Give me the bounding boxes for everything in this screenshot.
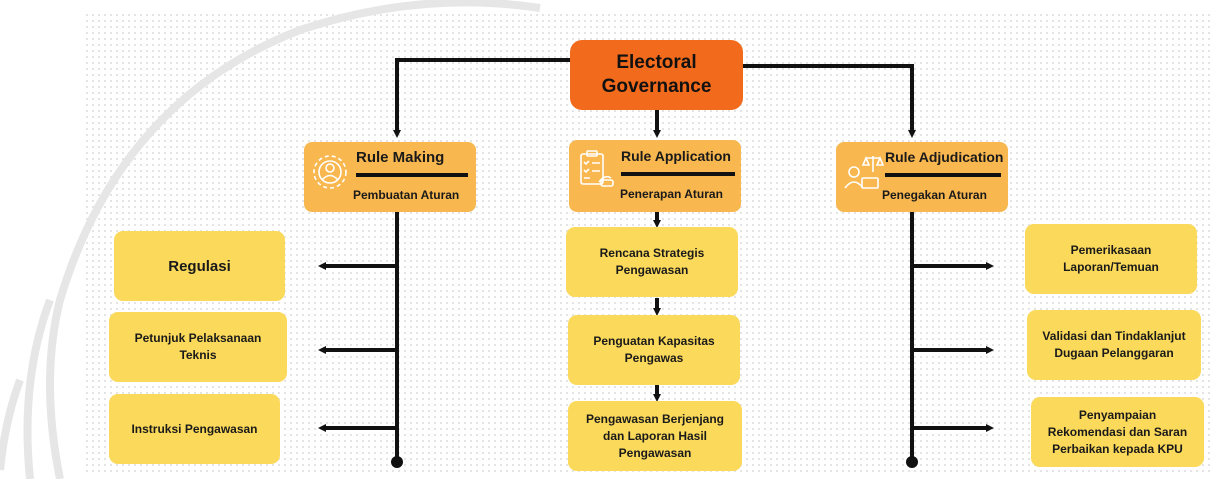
gear-person-icon <box>313 155 347 189</box>
category-rule-application: Rule Application Penerapan Aturan <box>569 140 741 212</box>
title-divider <box>885 173 1001 177</box>
rule-adjudication-subtitle: Penegakan Aturan <box>882 188 987 202</box>
rule-application-subtitle: Penerapan Aturan <box>620 187 723 201</box>
judge-scales-icon <box>844 155 884 189</box>
list-item: Penguatan Kapasitas Pengawas <box>568 315 740 385</box>
list-item: Pemerikasaan Laporan/Temuan <box>1025 224 1197 294</box>
rule-application-title: Rule Application <box>621 148 731 164</box>
rule-making-subtitle: Pembuatan Aturan <box>353 188 460 202</box>
title-divider <box>621 172 735 176</box>
list-item: Regulasi <box>114 231 285 301</box>
list-item: Petunjuk Pelaksanaan Teknis <box>109 312 287 382</box>
list-item: Rencana Strategis Pengawasan <box>566 227 738 297</box>
root-title-line2: Governance <box>601 76 712 97</box>
rule-adjudication-title: Rule Adjudication <box>885 149 1004 165</box>
list-item: Validasi dan Tindaklanjut Dugaan Pelangg… <box>1027 310 1201 380</box>
rule-making-title: Rule Making <box>356 149 445 166</box>
clipboard-checklist-icon <box>580 150 614 187</box>
list-item: Pengawasan Berjenjang dan Laporan Hasil … <box>568 401 742 471</box>
list-item: Instruksi Pengawasan <box>109 394 280 464</box>
title-divider <box>356 173 468 177</box>
category-rule-adjudication: Rule Adjudication Penegakan Aturan <box>836 142 1008 212</box>
root-title-line1: Electoral <box>616 52 697 73</box>
list-item: Penyampaian Rekomendasi dan Saran Perbai… <box>1031 397 1204 467</box>
category-rule-making: Rule Making Pembuatan Aturan <box>304 142 476 212</box>
root-node-electoral-governance: Electoral Governance <box>570 40 743 110</box>
